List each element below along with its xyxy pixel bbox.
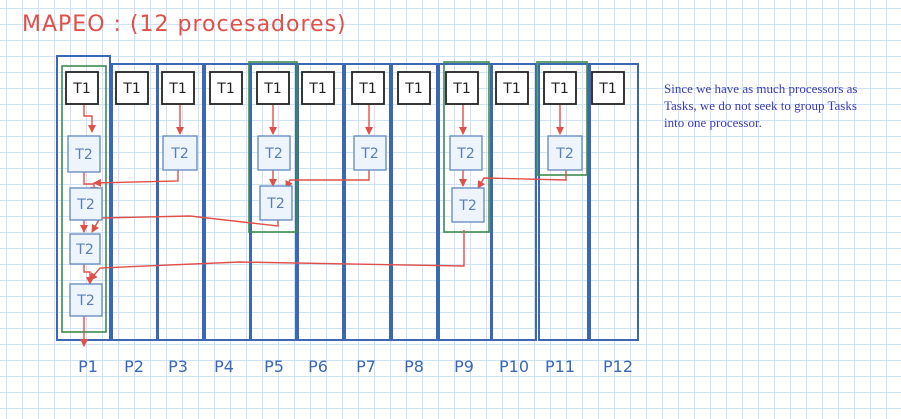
task-label: T2 — [76, 293, 94, 309]
task-label: T2 — [360, 146, 378, 162]
arrow — [93, 170, 179, 187]
processor-label-p2: P2 — [124, 357, 144, 376]
task-label: T1 — [404, 81, 422, 97]
processor-column-p10 — [491, 63, 537, 341]
processor-column-p4 — [204, 63, 251, 341]
processor-column-p5 — [250, 63, 297, 341]
task-label: T2 — [264, 146, 282, 162]
task-label: T1 — [358, 81, 376, 97]
task-t1: T1 — [445, 71, 479, 105]
processor-column-p7 — [344, 63, 391, 341]
arrow — [91, 215, 279, 233]
task-label: T2 — [456, 146, 474, 162]
task-t1: T1 — [351, 71, 385, 105]
processor-column-p3 — [157, 63, 204, 341]
task-t2: T2 — [67, 135, 101, 173]
task-t1: T1 — [161, 71, 195, 105]
task-t1: T1 — [495, 71, 529, 105]
task-group-p5 — [248, 61, 298, 233]
arrow — [89, 230, 465, 281]
processor-label-p12: P12 — [603, 357, 633, 376]
processor-label-p4: P4 — [214, 357, 234, 376]
task-t2: T2 — [257, 135, 291, 171]
task-label: T2 — [170, 146, 188, 162]
processor-column-p8 — [391, 63, 438, 341]
task-label: T1 — [598, 81, 616, 97]
task-t2: T2 — [259, 185, 293, 221]
task-t2: T2 — [353, 135, 387, 171]
task-label: T1 — [452, 81, 470, 97]
task-t2: T2 — [162, 135, 198, 171]
explanation-note: Since we have as much processors as Task… — [664, 81, 858, 130]
task-label: T2 — [458, 198, 476, 214]
processor-column-p2 — [111, 63, 158, 341]
task-t1: T1 — [543, 71, 577, 105]
task-label: T1 — [308, 81, 326, 97]
diagram-title: MAPEO : (12 procesadores) — [22, 12, 347, 37]
arrow — [285, 170, 370, 189]
task-t1: T1 — [301, 71, 335, 105]
task-label: T1 — [122, 81, 140, 97]
arrow — [477, 170, 567, 189]
task-t2: T2 — [451, 187, 485, 223]
task-t1: T1 — [115, 71, 149, 105]
task-group-p9 — [443, 61, 490, 233]
task-label: T1 — [263, 81, 281, 97]
task-label: T1 — [502, 81, 520, 97]
task-label: T2 — [76, 197, 94, 213]
task-t2: T2 — [69, 187, 103, 221]
processor-column-p12 — [589, 63, 639, 341]
processor-column-p11 — [538, 63, 589, 341]
arrow — [83, 262, 94, 285]
task-t2: T2 — [69, 233, 101, 265]
processor-columns — [56, 55, 639, 341]
processor-label-p1: P1 — [78, 357, 98, 376]
task-t1: T1 — [65, 71, 99, 105]
task-group-p11 — [536, 61, 588, 176]
task-label: T2 — [266, 196, 284, 212]
processor-label-p6: P6 — [308, 357, 328, 376]
processor-label-p5: P5 — [264, 357, 284, 376]
task-t1: T1 — [591, 71, 625, 105]
task-t2: T2 — [449, 135, 483, 171]
task-t1: T1 — [256, 71, 290, 105]
task-t1: T1 — [209, 71, 243, 105]
task-label: T2 — [74, 147, 92, 163]
processor-label-p7: P7 — [356, 357, 376, 376]
processor-labels: P1 P2 P3 P4 P5 P6 P7 P8 P9 P10 P11 P12 — [78, 357, 633, 376]
task-label: T1 — [550, 81, 568, 97]
task-label: T1 — [168, 81, 186, 97]
processor-label-p10: P10 — [499, 357, 529, 376]
task-label: T2 — [555, 146, 573, 162]
arrow — [83, 104, 96, 133]
processor-label-p8: P8 — [404, 357, 424, 376]
task-t2: T2 — [547, 135, 583, 171]
task-label: T1 — [72, 81, 90, 97]
task-label: T1 — [216, 81, 234, 97]
processor-label-p3: P3 — [168, 357, 188, 376]
task-t2: T2 — [69, 283, 103, 317]
task-t1: T1 — [397, 71, 431, 105]
processor-label-p11: P11 — [545, 357, 575, 376]
processor-column-p6 — [297, 63, 344, 341]
processor-label-p9: P9 — [454, 357, 474, 376]
task-label: T2 — [75, 242, 93, 258]
dependency-arrows — [80, 104, 567, 347]
